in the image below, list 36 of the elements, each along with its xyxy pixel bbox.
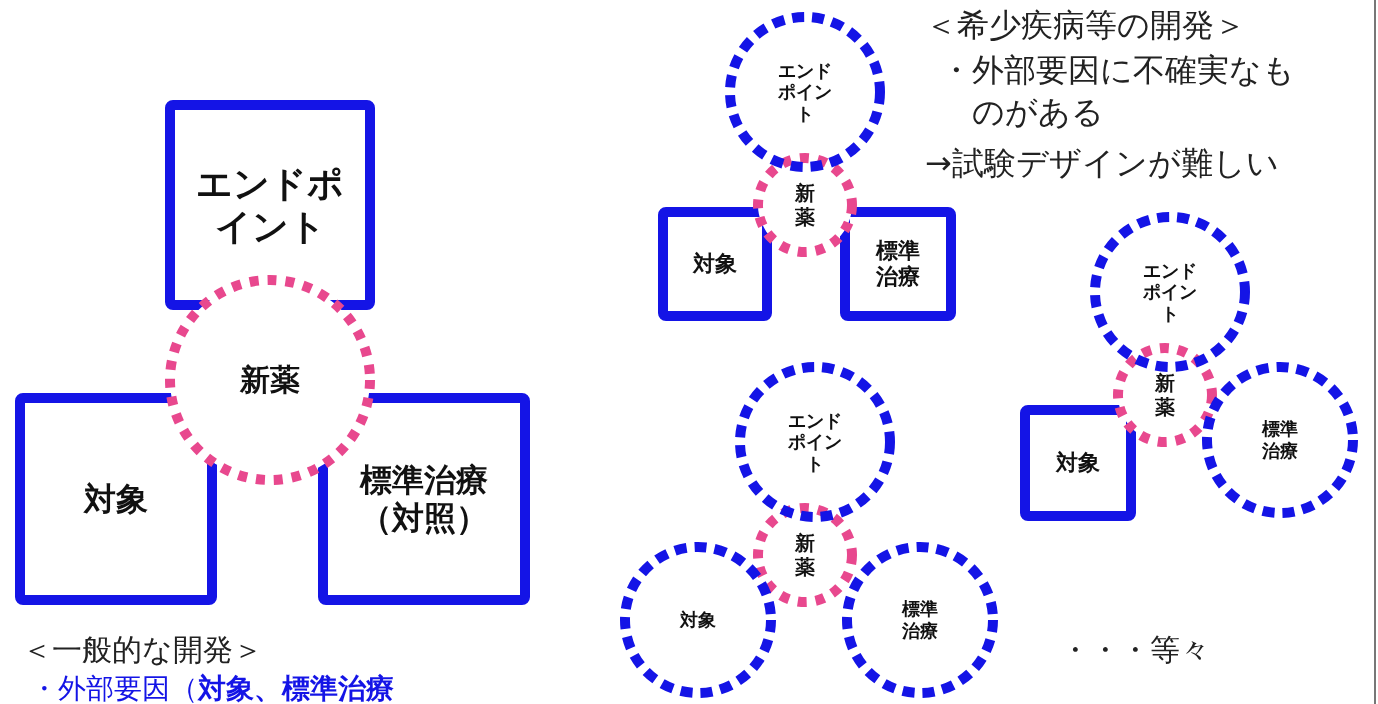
note-text: ・外部要因（対象、標準治療 [30,671,394,704]
node-label: エンドポイント [787,409,843,475]
dotted-circle-node [1090,212,1250,372]
heading: ＜一般的な開発＞ [22,631,263,669]
node-label: 対象 [1054,449,1101,477]
square-node [840,207,956,321]
dotted-circle-node [1202,362,1358,518]
square-node [318,393,530,605]
square-node [1020,405,1136,521]
node-label: 標準治療 [900,598,939,642]
node-label: 新薬 [1154,371,1176,419]
node-label: 対象 [678,609,717,631]
note-text: ・外部要因に不確実なものがある [940,50,1296,133]
node-label: 新薬 [794,531,816,579]
note-text: →試験デザインが難しい [925,143,1279,184]
node-label: エンドポイント [195,161,345,249]
dotted-circle-node [842,542,998,698]
dotted-circle-node [735,362,895,522]
dotted-circle-node [620,542,776,698]
node-label: 標準治療（対照） [358,460,489,538]
heading: ＜希少疾病等の開発＞ [925,5,1246,46]
dotted-circle-node [753,503,857,607]
node-label: 標準治療 [874,237,921,291]
square-node [658,207,772,321]
node-label: エンドポイント [1142,259,1198,325]
dotted-circle-node [725,12,885,172]
dotted-circle-node [1113,343,1217,447]
node-label: 標準治療 [1260,418,1299,462]
dotted-circle-node [753,153,857,257]
node-label: エンドポイント [777,59,833,125]
node-label: 新薬 [794,181,816,229]
node-label: 新薬 [239,362,301,398]
node-label: 対象 [82,479,149,519]
node-label: 対象 [691,250,738,278]
square-node [15,393,217,605]
note-text: ・・・等々 [1060,631,1210,669]
